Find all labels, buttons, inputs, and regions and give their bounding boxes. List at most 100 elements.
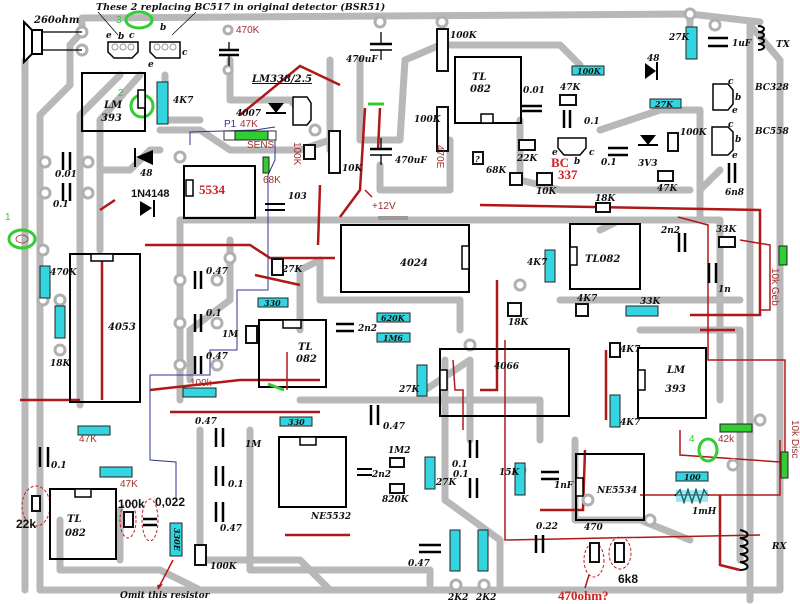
pad xyxy=(708,18,722,32)
resistor-18k-top xyxy=(595,202,611,213)
note-pointer xyxy=(97,11,119,36)
ic-label: 4066 xyxy=(494,362,520,372)
speaker-icon xyxy=(23,19,82,65)
component-label: 2n2 xyxy=(371,470,391,480)
highlight-100k xyxy=(119,501,137,539)
pin-label: b xyxy=(160,23,166,33)
component-label: 100K xyxy=(577,66,602,76)
ic-label: 4024 xyxy=(400,258,428,269)
component-label: 4K7 xyxy=(173,96,194,106)
component-label: 10K xyxy=(342,164,364,174)
capacitor-1n-icon xyxy=(707,263,718,283)
capacitor-6n8-icon xyxy=(727,163,737,183)
pad xyxy=(223,251,237,265)
capacitor-0.1-bottom-left-icon xyxy=(38,447,50,467)
component-label: 100K xyxy=(414,115,442,125)
diode-1n4148-icon xyxy=(140,200,155,217)
capacitor-1uf-icon xyxy=(708,36,728,48)
component-label: 470uF xyxy=(395,156,427,166)
ic-notch xyxy=(439,369,448,391)
jumper-wire xyxy=(540,449,587,512)
component-label: 0.47 xyxy=(206,267,229,277)
pin-label: c xyxy=(728,120,734,130)
component-label: 33K xyxy=(640,297,662,307)
transistor-bc337 xyxy=(557,137,587,156)
pin-label: c xyxy=(129,31,135,41)
pointer-470ohm xyxy=(584,574,590,589)
diode-48-left-icon xyxy=(134,148,153,167)
resistor-330e xyxy=(169,522,183,557)
jumper-wires xyxy=(20,64,786,572)
ic-label: 082 xyxy=(296,354,317,365)
ic-notch xyxy=(90,253,114,262)
jumper-wire xyxy=(145,243,335,260)
pin-label: b xyxy=(735,93,741,103)
resistor-4k7-top xyxy=(156,81,169,125)
potentiometer-10k-geb[interactable] xyxy=(778,245,788,266)
trace-k xyxy=(186,236,234,384)
component-label: 6k8 xyxy=(618,572,638,586)
ic-label: 082 xyxy=(470,84,491,95)
resistor-15k xyxy=(514,462,526,496)
resistor-42k xyxy=(719,423,753,433)
jumper-wire xyxy=(480,280,499,392)
component-label: 470ohm? xyxy=(558,588,609,603)
trace-top-right xyxy=(686,10,764,26)
capacitor-electrolytic-top-icon xyxy=(219,42,239,66)
component-label: 18K xyxy=(50,359,72,369)
potentiometer-10k-disc[interactable] xyxy=(780,451,789,479)
highlight-0022 xyxy=(141,498,159,542)
ic-label: 393 xyxy=(665,384,686,395)
pad xyxy=(38,186,52,200)
pad xyxy=(753,413,767,427)
component-label: 27K xyxy=(435,478,458,488)
trace-m xyxy=(296,396,544,444)
component-label: 2n2 xyxy=(660,226,680,236)
resistor-10k-top xyxy=(536,172,553,186)
resistor-27k-tx xyxy=(685,26,698,60)
component-label: 27K xyxy=(398,385,421,395)
pad xyxy=(81,155,95,169)
highlight-470 xyxy=(583,542,605,578)
potentiometer-p1-wiper[interactable] xyxy=(234,130,269,141)
pin-label: e xyxy=(732,151,738,161)
diode-48-top-icon xyxy=(645,62,658,80)
component-label: 0.47 xyxy=(408,559,431,569)
marker-4-circle xyxy=(697,437,719,463)
resistor-68k-green xyxy=(262,156,270,174)
component-label: 0.1 xyxy=(601,158,617,168)
ic-label: 4053 xyxy=(108,322,136,333)
pin-label: b xyxy=(574,157,580,167)
jumper-wire xyxy=(254,273,301,287)
pad xyxy=(210,273,224,287)
trace-r xyxy=(596,216,724,404)
jumper-wire-thin xyxy=(677,216,786,455)
ic-notch xyxy=(74,488,92,498)
trace-u xyxy=(636,326,744,564)
component-label: 100 xyxy=(684,472,701,482)
pin-label: c xyxy=(589,148,595,158)
component-label: 27K xyxy=(654,99,674,109)
component-label: 103 xyxy=(288,192,307,202)
component-label: 47K xyxy=(79,434,97,445)
resistor-33k-cyan xyxy=(625,305,659,317)
trace-mid-bus xyxy=(176,166,724,224)
pad xyxy=(81,186,95,200)
pad xyxy=(53,343,67,357)
ic-label: 082 xyxy=(65,528,86,539)
transistor-right xyxy=(149,41,181,59)
component-label: P1 xyxy=(224,119,237,130)
jumper-wire xyxy=(99,198,116,212)
trace-t xyxy=(596,106,704,204)
capacitor-0.1-top-icon xyxy=(562,110,572,128)
capacitor-0.47-a-icon xyxy=(193,271,203,289)
resistor-470k-left xyxy=(39,265,51,299)
marker-label: 4 xyxy=(689,434,695,445)
note-pointer xyxy=(171,11,197,36)
ic-label: NE5534 xyxy=(596,486,637,496)
jumper-wire xyxy=(479,203,762,317)
component-label: 4K7 xyxy=(577,294,598,304)
capacitor-0.47-f-icon xyxy=(419,543,441,554)
resistor-470 xyxy=(589,542,600,563)
